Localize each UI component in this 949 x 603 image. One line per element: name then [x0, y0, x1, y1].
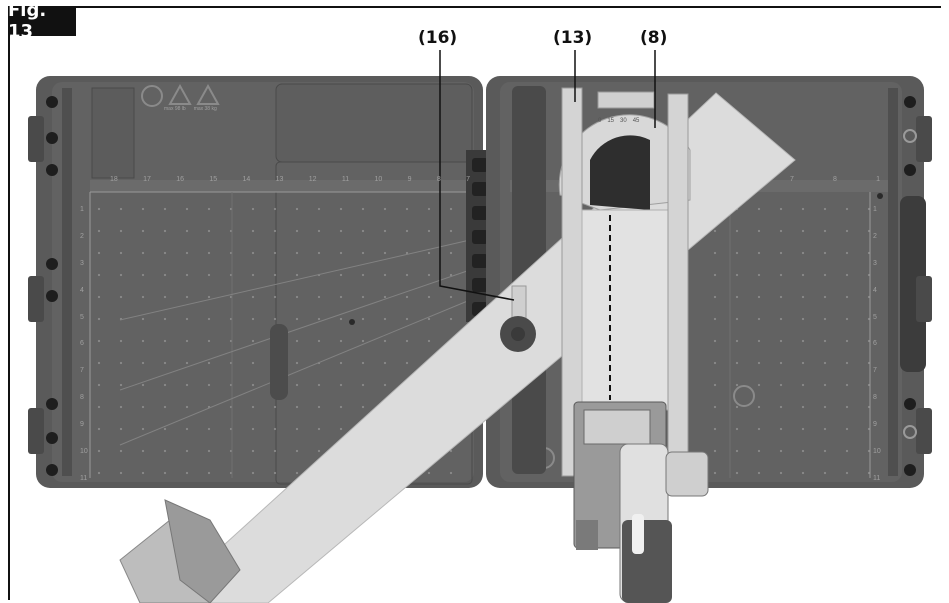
ruler-top-left: 18 17 16 15 14 13 12 11 10 9 8 7	[110, 176, 470, 183]
ruler-label: 8	[873, 394, 877, 402]
ruler-label: 12	[308, 176, 317, 183]
ruler-label: 9	[873, 421, 877, 429]
ruler-label: 11	[873, 474, 881, 482]
angle-guide	[558, 91, 691, 211]
callout-13: (13)	[553, 28, 593, 48]
angle-label: 30	[620, 118, 627, 124]
ruler-label: 7	[80, 367, 84, 375]
ruler-label: 2	[873, 232, 877, 240]
callout-16: (16)	[418, 28, 458, 48]
ruler-label: 4	[873, 286, 877, 294]
ruler-label: 8	[80, 394, 84, 402]
weight-labels: max 98 lb max 38 kg	[164, 106, 217, 112]
ruler-side-left: 1 2 3 4 5 6 7 8 9 10 11	[80, 206, 88, 482]
ruler-label: 4	[80, 286, 84, 294]
ruler-label: 3	[873, 259, 877, 267]
ruler-label: 1	[873, 206, 877, 213]
ruler-label: 18	[110, 176, 118, 183]
ruler-label: 9	[407, 176, 412, 183]
ruler-label: 7	[790, 176, 794, 183]
ruler-label: 2	[80, 232, 84, 240]
guide-rails	[561, 87, 689, 477]
ruler-label: 6	[80, 340, 84, 348]
clamp-bracket	[119, 499, 241, 603]
angle-label: 15	[607, 118, 615, 124]
ruler-label: 7	[466, 176, 470, 183]
case-left	[28, 76, 483, 488]
leader-lines	[439, 50, 656, 301]
ruler-label: 10	[374, 176, 383, 183]
clamp-knob	[500, 285, 536, 352]
ruler-label: 11	[80, 474, 88, 482]
ruler-label: 5	[873, 313, 877, 321]
ruler-label: 15	[209, 176, 218, 183]
ruler-side-right: 1 2 3 4 5 6 7 8 9 10 11	[873, 206, 881, 482]
angle-label: 45	[632, 118, 640, 124]
ruler-label: 10	[80, 448, 88, 456]
ruler-label: 16	[176, 176, 185, 183]
angle-label: 0	[598, 118, 602, 124]
ruler-label: 14	[242, 176, 251, 183]
ruler-top-right: 7 8 1	[790, 176, 880, 183]
weight-label: max 38 kg	[193, 106, 217, 112]
ruler-label: 3	[80, 259, 84, 267]
ruler-label: 13	[275, 176, 284, 183]
callout-8: (8)	[640, 28, 668, 48]
figure-tag: Fig. 13	[8, 0, 76, 42]
angle-scale: 0 15 30 45	[598, 118, 639, 124]
ruler-label: 8	[436, 176, 441, 183]
ruler-label: 8	[833, 176, 837, 183]
ruler-label: 10	[873, 448, 881, 456]
ruler-label: 1	[80, 206, 84, 213]
figure-frame	[8, 6, 941, 600]
ruler-label: 6	[873, 340, 877, 348]
circular-saw	[573, 401, 709, 603]
ruler-label: 17	[143, 176, 151, 183]
ruler-label: 1	[876, 176, 880, 183]
ruler-label: 9	[80, 421, 84, 429]
ruler-label: 11	[341, 176, 350, 183]
ruler-label: 7	[873, 367, 877, 375]
weight-label: max 98 lb	[164, 106, 186, 112]
ruler-label: 5	[80, 313, 84, 321]
